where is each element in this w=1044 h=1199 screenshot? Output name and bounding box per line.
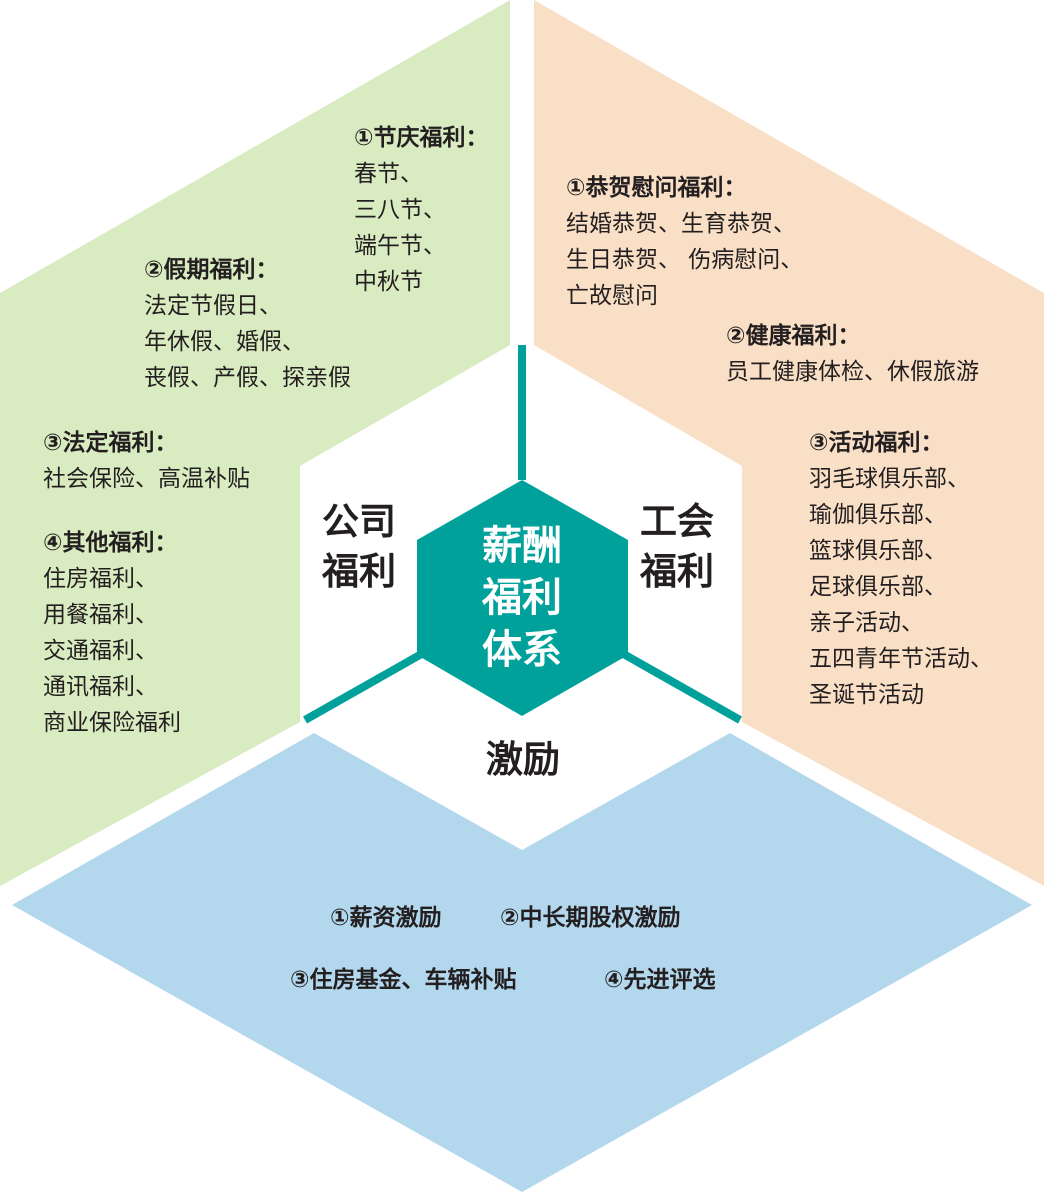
list-item: 三八节、 xyxy=(354,197,446,223)
list-item: 社会保险、高温补贴 xyxy=(43,466,250,492)
union-health-welfare: ②健康福利： 员工健康体检、休假旅游 xyxy=(726,318,979,390)
center-title-line: 体系 xyxy=(482,627,562,673)
section-heading: ③活动福利： xyxy=(809,430,944,456)
center-title-line: 福利 xyxy=(482,575,562,621)
center-title-line: 薪酬 xyxy=(482,523,562,569)
category-union-welfare: 工会 福利 xyxy=(640,497,714,597)
section-heading: ①恭贺慰问福利： xyxy=(566,175,747,201)
list-item: 羽毛球俱乐部、 xyxy=(809,466,970,492)
list-item: 亡故慰问 xyxy=(566,283,658,309)
section-heading: ③法定福利： xyxy=(43,430,178,456)
list-item: 用餐福利、 xyxy=(43,602,158,628)
list-item: 足球俱乐部、 xyxy=(809,574,947,600)
category-line: 公司 xyxy=(322,500,396,543)
union-activity-welfare: ③活动福利： 羽毛球俱乐部、 瑜伽俱乐部、 篮球俱乐部、 足球俱乐部、 亲子活动… xyxy=(809,425,993,713)
list-item: 生日恭贺、 伤病慰问、 xyxy=(566,247,804,273)
list-item: 亲子活动、 xyxy=(809,610,924,636)
category-company-welfare: 公司 福利 xyxy=(322,497,396,597)
category-incentive: 激励 xyxy=(486,738,560,781)
list-item: 五四青年节活动、 xyxy=(809,646,993,672)
connector-line-right xyxy=(618,648,742,724)
list-item: 中秋节 xyxy=(354,269,423,295)
list-item: 圣诞节活动 xyxy=(809,682,924,708)
list-item: 篮球俱乐部、 xyxy=(809,538,947,564)
company-welfare-region xyxy=(0,0,510,886)
company-holiday-welfare: ②假期福利： 法定节假日、 年休假、婚假、 丧假、产假、探亲假 xyxy=(144,252,351,396)
union-condolence-welfare: ①恭贺慰问福利： 结婚恭贺、生育恭贺、 生日恭贺、 伤病慰问、 亡故慰问 xyxy=(566,170,803,314)
company-other-welfare: ④其他福利： 住房福利、 用餐福利、 交通福利、 通讯福利、 商业保险福利 xyxy=(43,525,181,741)
connector-line-left xyxy=(303,648,427,724)
list-item: 结婚恭贺、生育恭贺、 xyxy=(566,211,796,237)
list-item: 瑜伽俱乐部、 xyxy=(809,502,947,528)
center-title: 薪酬 福利 体系 xyxy=(462,520,582,676)
category-line: 福利 xyxy=(640,550,714,593)
company-statutory-welfare: ③法定福利： 社会保险、高温补贴 xyxy=(43,425,250,497)
center-hexagon xyxy=(417,480,628,716)
list-item: 商业保险福利 xyxy=(43,710,181,736)
list-item: 通讯福利、 xyxy=(43,674,158,700)
section-heading: ④其他福利： xyxy=(43,530,178,556)
list-item: 年休假、婚假、 xyxy=(144,329,305,355)
list-item: 春节、 xyxy=(354,161,423,187)
list-item: 端午节、 xyxy=(354,233,446,259)
union-welfare-region xyxy=(534,0,1044,886)
list-item: 员工健康体检、休假旅游 xyxy=(726,359,979,385)
incentive-housing-vehicle: ③住房基金、车辆补贴 xyxy=(290,967,517,993)
section-heading: ②假期福利： xyxy=(144,257,279,283)
category-line: 福利 xyxy=(322,550,396,593)
section-heading: ①节庆福利： xyxy=(354,125,489,151)
category-line: 工会 xyxy=(640,500,714,543)
section-heading: ②健康福利： xyxy=(726,323,861,349)
incentive-region xyxy=(12,733,1032,1192)
company-festival-welfare: ①节庆福利： 春节、 三八节、 端午节、 中秋节 xyxy=(354,120,488,300)
incentive-salary: ①薪资激励 xyxy=(330,905,442,931)
list-item: 住房福利、 xyxy=(43,566,158,592)
incentive-equity: ②中长期股权激励 xyxy=(500,905,681,931)
list-item: 交通福利、 xyxy=(43,638,158,664)
list-item: 丧假、产假、探亲假 xyxy=(144,365,351,391)
incentive-excellence-award: ④先进评选 xyxy=(604,967,716,993)
list-item: 法定节假日、 xyxy=(144,293,282,319)
